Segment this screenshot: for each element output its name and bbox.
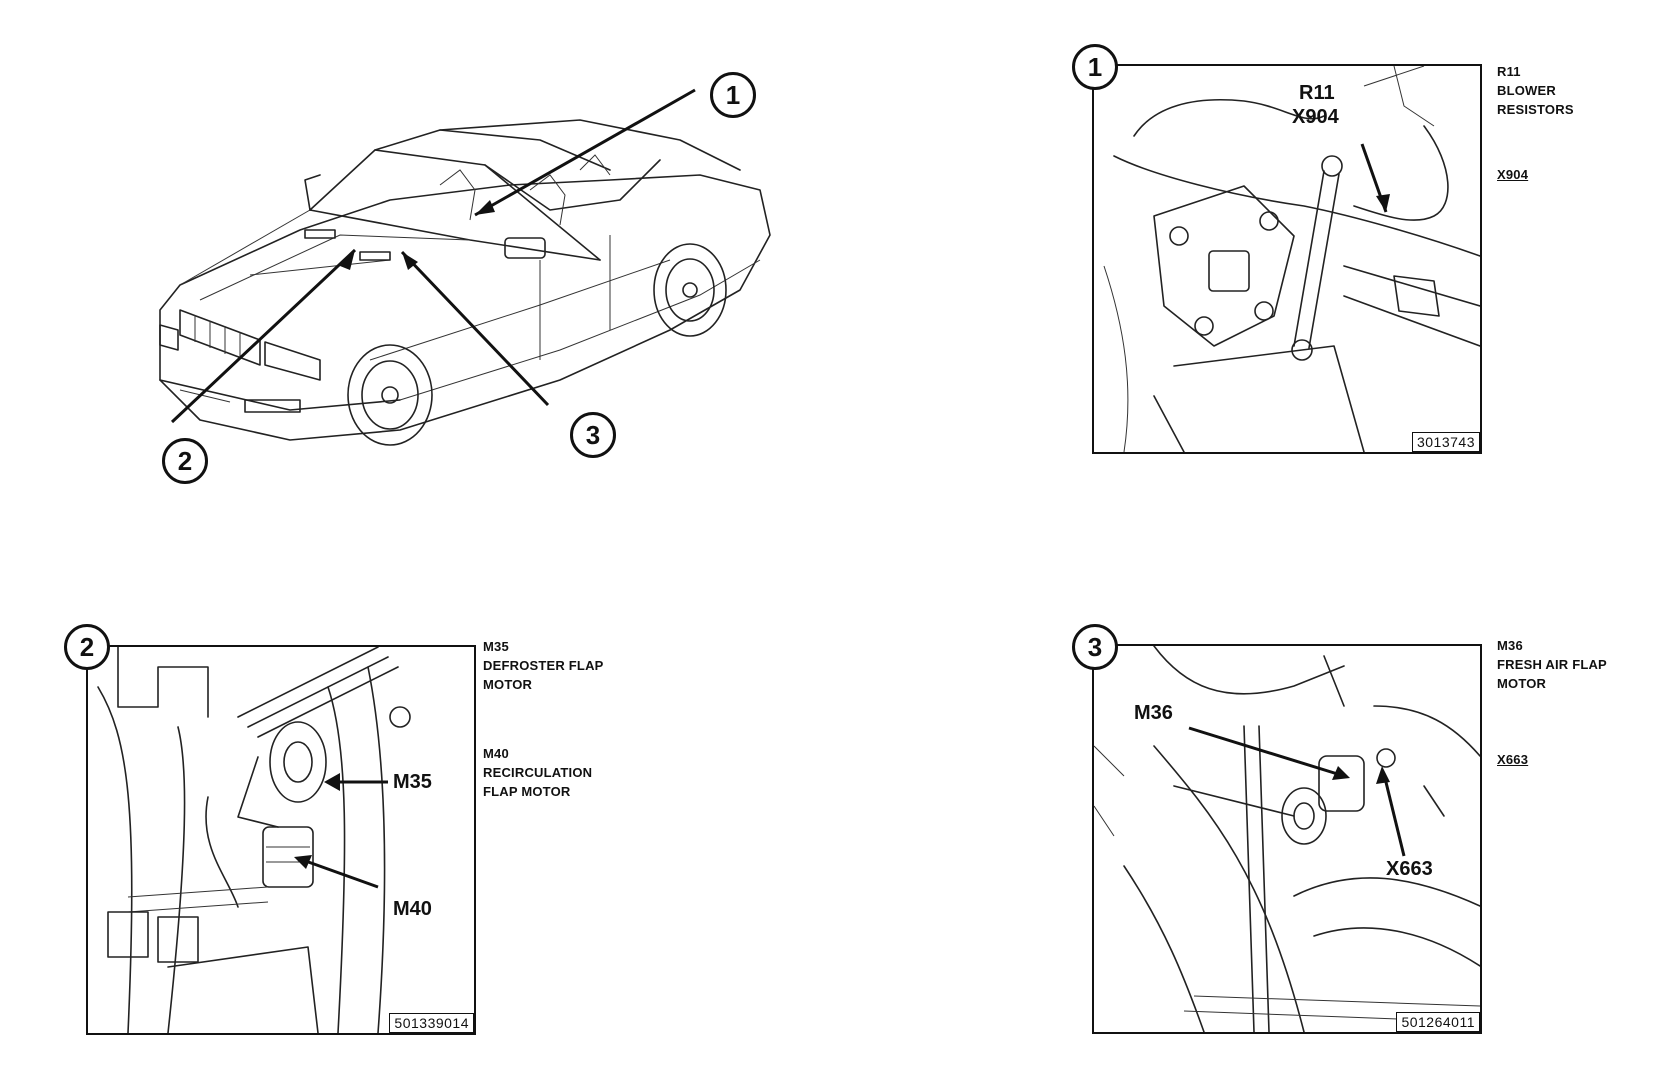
legend-desc-m35-2: MOTOR <box>483 677 533 692</box>
detail-panel-3: M36 X663 501264011 <box>1092 644 1482 1034</box>
legend-desc-r11-1: BLOWER <box>1497 83 1556 98</box>
panel-3-label-m36: M36 <box>1134 702 1173 724</box>
car-overview-illustration <box>140 60 780 480</box>
panel-2-label-m35: M35 <box>393 771 432 793</box>
panel-3-ref-code: 501264011 <box>1396 1012 1480 1032</box>
legend-desc-m35-1: DEFROSTER FLAP <box>483 658 604 673</box>
panel-1-label-r11: R11 <box>1299 82 1335 104</box>
legend-desc-m36-1: FRESH AIR FLAP <box>1497 657 1607 672</box>
panel-1-sketch <box>1103 66 1480 452</box>
legend-desc-m40-2: FLAP MOTOR <box>483 784 571 799</box>
legend-desc-m40-1: RECIRCULATION <box>483 765 593 780</box>
panel-1-legend: R11 BLOWER RESISTORS X904 <box>1497 62 1574 184</box>
panel-3-label-x663: X663 <box>1386 858 1433 880</box>
panel-3-sketch <box>1094 646 1480 1032</box>
legend-desc-m36-2: MOTOR <box>1497 676 1547 691</box>
legend-desc-r11-2: RESISTORS <box>1497 102 1574 117</box>
panel-1-label-x904: X904 <box>1292 106 1339 128</box>
overview-callout-3: 3 <box>570 412 616 458</box>
legend-code-x904: X904 <box>1497 167 1529 182</box>
panel-2-label-m40: M40 <box>393 898 432 920</box>
car-drawing <box>159 88 771 446</box>
legend-code-r11: R11 <box>1497 64 1521 79</box>
panel-2-sketch <box>97 647 411 1033</box>
legend-code-x663: X663 <box>1497 752 1529 767</box>
detail-panel-2: M35 M40 501339014 <box>86 645 476 1035</box>
legend-code-m35: M35 <box>483 639 509 654</box>
legend-code-m40: M40 <box>483 746 509 761</box>
panel-2-number: 2 <box>64 624 110 670</box>
panel-1-number: 1 <box>1072 44 1118 90</box>
panel-3-number: 3 <box>1072 624 1118 670</box>
panel-3-legend: M36 FRESH AIR FLAP MOTOR X663 <box>1497 636 1607 769</box>
panel-1-ref-code: 3013743 <box>1411 432 1480 452</box>
detail-panel-1: R11 X904 3013743 <box>1092 64 1482 454</box>
panel-2-legend: M35 DEFROSTER FLAP MOTOR M40 RECIRCULATI… <box>483 637 604 801</box>
panel-2-ref-code: 501339014 <box>389 1013 474 1033</box>
overview-callout-1: 1 <box>710 72 756 118</box>
legend-code-m36: M36 <box>1497 638 1523 653</box>
overview-callout-2: 2 <box>162 438 208 484</box>
